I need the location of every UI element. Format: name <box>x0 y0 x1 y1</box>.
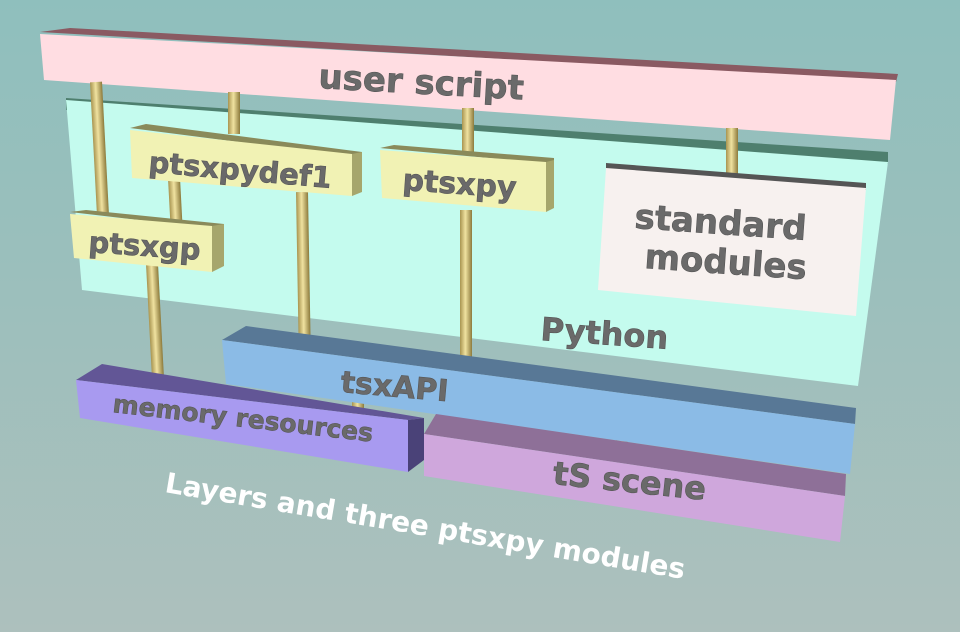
user-script-layer: user script <box>40 28 898 140</box>
ptsxgp-label: ptsxgp <box>88 225 202 267</box>
ts-scene-layer: tS scene <box>424 414 846 542</box>
tsxapi-layer: tsxAPI <box>222 326 856 474</box>
python-label: Python <box>539 310 669 357</box>
connector-rods <box>90 81 738 462</box>
memory-layer: memory resources <box>76 364 424 472</box>
standard-modules: standard modules <box>598 163 866 316</box>
module-ptsxgp: ptsxgp <box>70 210 224 272</box>
ptsxpy-label: ptsxpy <box>401 163 518 206</box>
module-ptsxpy: ptsxpy <box>380 145 554 212</box>
